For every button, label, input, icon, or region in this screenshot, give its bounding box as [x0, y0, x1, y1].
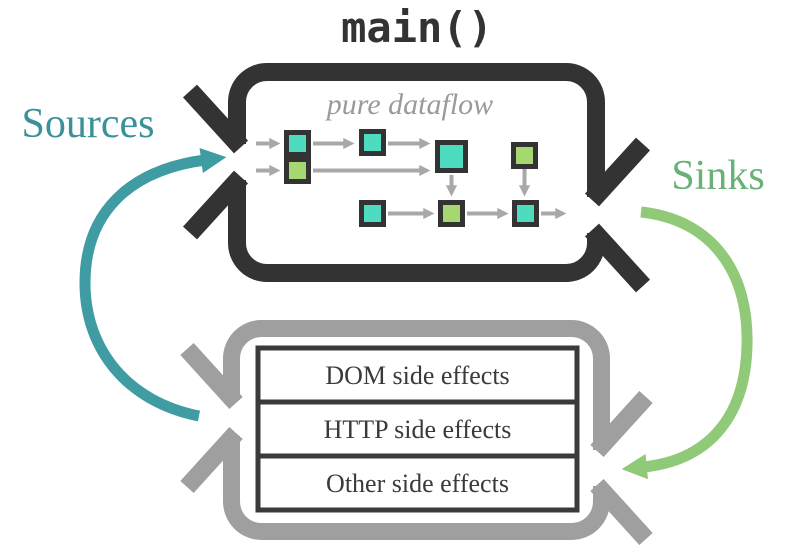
side-effects-stack: DOM side effects HTTP side effects Other…: [255, 345, 580, 513]
side-effects-right-port-lower-jaw-icon: [590, 478, 653, 546]
dataflow-node-green-top-right: [511, 142, 538, 169]
main-right-port-lower-jaw-icon: [584, 223, 651, 293]
http-side-effects-row: HTTP side effects: [324, 415, 512, 444]
pure-dataflow-graph: pure dataflow: [256, 88, 567, 227]
main-title: main(): [341, 3, 493, 52]
other-side-effects-row: Other side effects: [326, 469, 509, 498]
dataflow-node-teal-bottom-right: [512, 200, 539, 227]
main-right-port-upper-jaw-icon: [584, 137, 651, 207]
sources-label: Sources: [22, 101, 155, 147]
side-effects-right-port-gap: [583, 450, 619, 486]
side-effects-right-port-upper-jaw-icon: [590, 390, 653, 458]
dataflow-node-teal-bottom-left: [359, 200, 386, 227]
dataflow-node-green-bottom-mid: [438, 200, 465, 227]
side-effects-left-port-lower-jaw-icon: [180, 426, 243, 494]
side-effects-box: DOM side effects HTTP side effects Other…: [180, 320, 653, 546]
sinks-label: Sinks: [671, 153, 764, 199]
side-effects-left-port-upper-jaw-icon: [180, 342, 243, 410]
pure-dataflow-label: pure dataflow: [325, 88, 493, 121]
main-left-port-upper-jaw-icon: [182, 84, 249, 154]
sinks-arrow-icon: [621, 206, 753, 480]
dom-side-effects-row: DOM side effects: [325, 361, 509, 390]
dataflow-node-teal-top-mid: [359, 129, 386, 156]
main-left-port-lower-jaw-icon: [182, 170, 249, 240]
sources-arrow-icon: [79, 147, 227, 422]
side-effects-stack-border: [255, 345, 580, 513]
dataflow-node-teal-stacked-top: [284, 130, 311, 157]
dataflow-node-teal-large: [435, 140, 468, 173]
dataflow-node-green-stacked-bottom: [284, 157, 311, 184]
